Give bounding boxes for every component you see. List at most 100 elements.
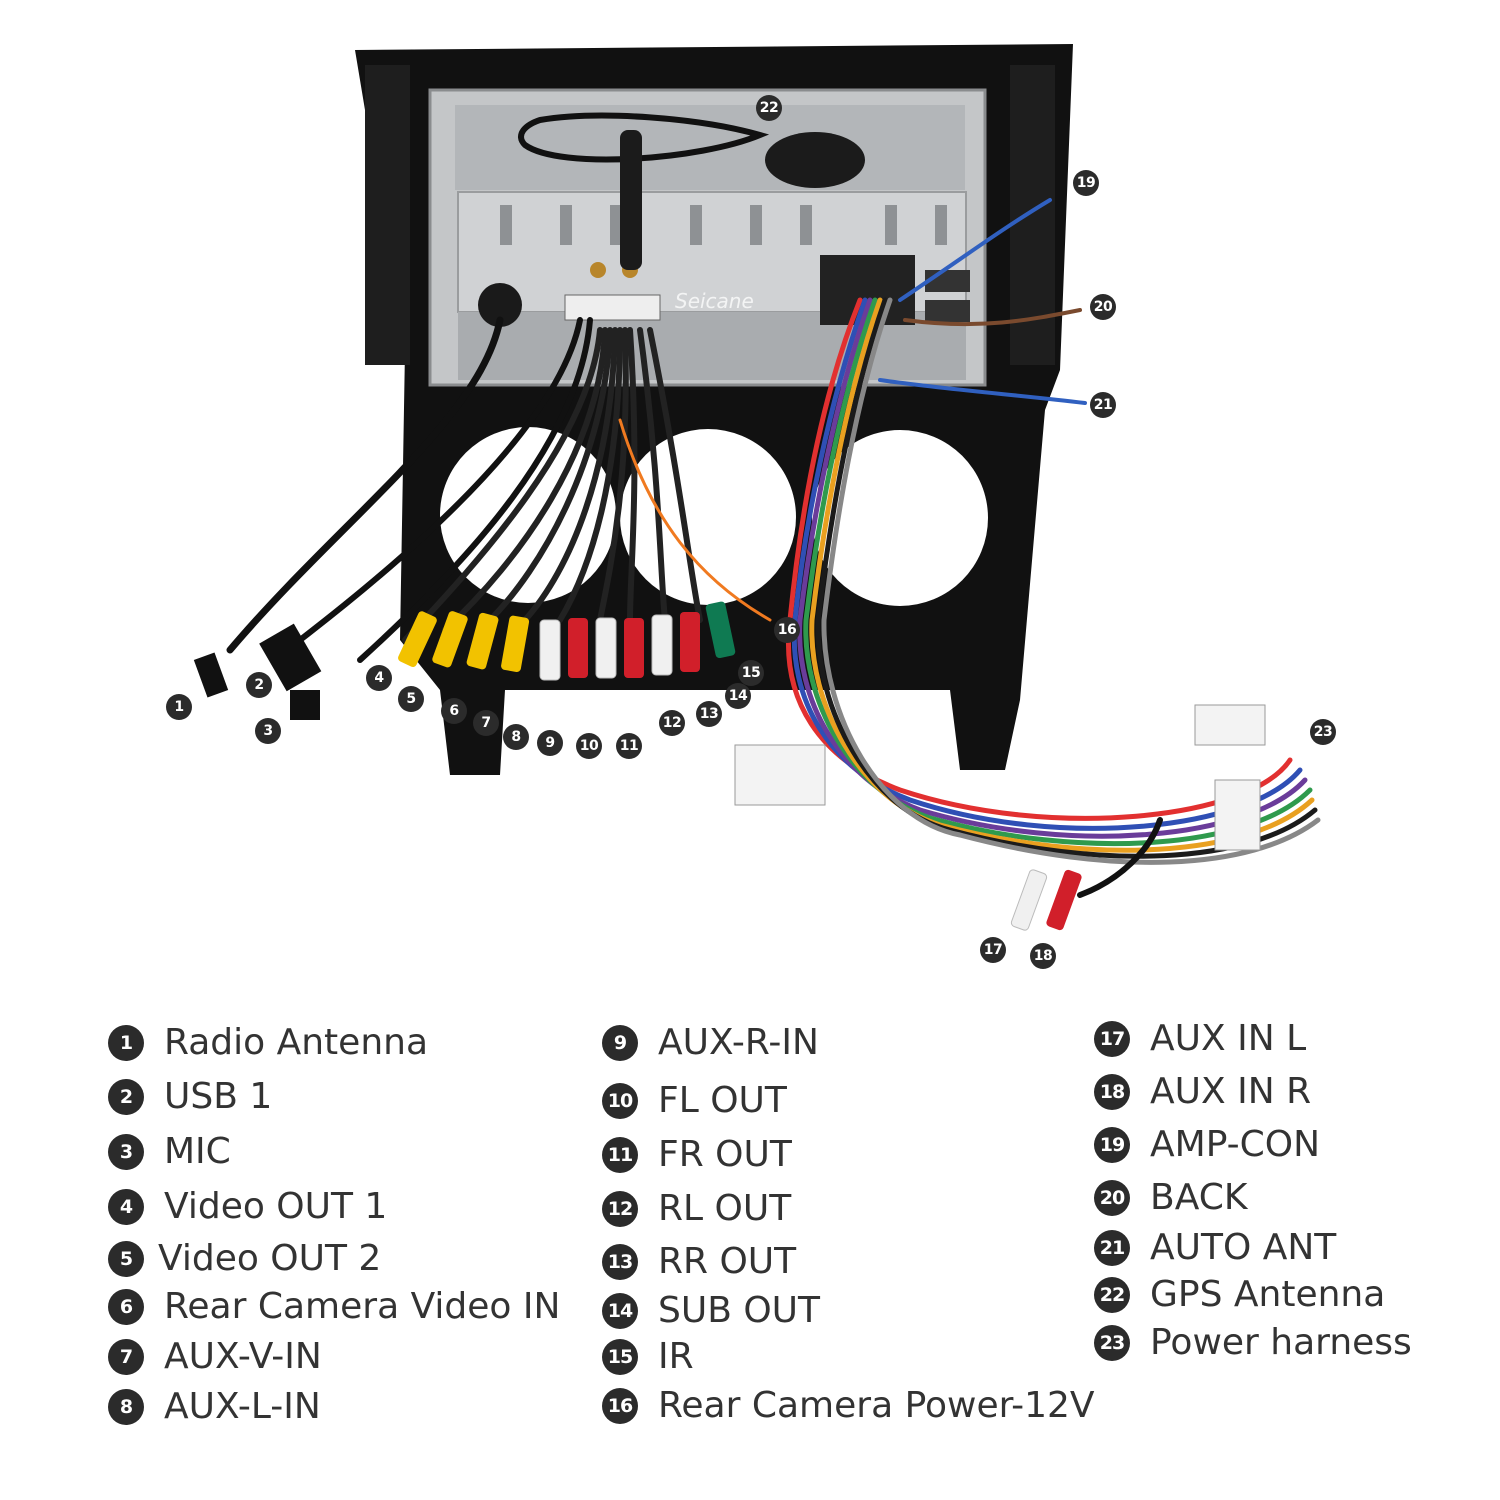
legend-label: AUTO ANT [1150, 1227, 1337, 1268]
legend-label: Rear Camera Power-12V [658, 1385, 1095, 1426]
brand-watermark: Seicane [675, 289, 754, 313]
marker-10: 10 [576, 733, 602, 759]
legend-label: GPS Antenna [1150, 1274, 1386, 1315]
legend-label: Rear Camera Video IN [164, 1286, 561, 1327]
legend-item: 4 Video OUT 1 [108, 1186, 387, 1227]
legend-number: 13 [602, 1243, 638, 1280]
marker-14: 14 [725, 683, 751, 709]
legend-number: 10 [602, 1082, 638, 1119]
legend-item: 2 USB 1 [108, 1076, 272, 1117]
cable-bundle [226, 198, 1321, 898]
wifi-antenna [620, 130, 642, 270]
legend-item: 9 AUX-R-IN [602, 1022, 819, 1063]
marker-11: 11 [616, 733, 642, 759]
vent-hole-middle [620, 429, 796, 605]
legend-item: 22 GPS Antenna [1094, 1274, 1385, 1315]
legend-number: 12 [602, 1190, 638, 1227]
legend-label: Video OUT 2 [158, 1238, 382, 1279]
legend-number: 9 [602, 1024, 638, 1061]
legend-number: 22 [1094, 1276, 1130, 1313]
legend-item: 15 IR [602, 1336, 694, 1377]
legend-number: 17 [1094, 1020, 1130, 1057]
legend-number: 1 [108, 1024, 144, 1061]
marker-4: 4 [366, 665, 392, 691]
marker-8: 8 [503, 724, 529, 750]
legend-number: 3 [108, 1133, 144, 1170]
marker-17: 17 [980, 937, 1006, 963]
legend-number: 7 [108, 1338, 144, 1375]
marker-6: 6 [441, 698, 467, 724]
legend-number: 5 [108, 1240, 144, 1277]
marker-9: 9 [537, 730, 563, 756]
marker-13: 13 [696, 701, 722, 727]
legend-item: 7 AUX-V-IN [108, 1336, 322, 1377]
misc-connectors [193, 623, 1266, 851]
legend-item: 3 MIC [108, 1131, 231, 1172]
legend-number: 21 [1094, 1229, 1130, 1266]
legend-label: FL OUT [658, 1080, 787, 1121]
legend-label: MIC [164, 1131, 231, 1172]
legend-label: FR OUT [658, 1134, 792, 1175]
marker-21: 21 [1090, 392, 1116, 418]
legend-item: 19 AMP-CON [1094, 1124, 1320, 1165]
legend-label: AUX-R-IN [658, 1022, 819, 1063]
vent-hole-right [812, 430, 988, 606]
marker-15: 15 [738, 660, 764, 686]
legend-number: 14 [602, 1292, 638, 1329]
legend-number: 19 [1094, 1126, 1130, 1163]
marker-19: 19 [1073, 170, 1099, 196]
marker-7: 7 [473, 710, 499, 736]
marker-16: 16 [774, 617, 800, 643]
legend-label: RR OUT [658, 1241, 797, 1282]
legend-number: 4 [108, 1188, 144, 1225]
legend-label: Video OUT 1 [164, 1186, 388, 1227]
legend-number: 8 [108, 1388, 144, 1425]
legend-number: 15 [602, 1338, 638, 1375]
legend-number: 16 [602, 1387, 638, 1424]
legend-item: 13 RR OUT [602, 1241, 796, 1282]
legend-label: AUX-V-IN [164, 1336, 322, 1377]
legend-item: 8 AUX-L-IN [108, 1386, 321, 1427]
legend-item: 17 AUX IN L [1094, 1018, 1306, 1059]
power-plug-left [734, 744, 826, 806]
unit-chassis [428, 88, 987, 387]
marker-20: 20 [1090, 294, 1116, 320]
legend-item: 10 FL OUT [602, 1080, 787, 1121]
marker-18: 18 [1030, 943, 1056, 969]
marker-1: 1 [166, 694, 192, 720]
legend-label: AMP-CON [1150, 1124, 1320, 1165]
legend-item: 12 RL OUT [602, 1188, 791, 1229]
legend-label: AUX IN R [1150, 1071, 1312, 1112]
usb-plug [259, 623, 322, 692]
marker-5: 5 [398, 686, 424, 712]
power-plug-right [1194, 704, 1266, 746]
marker-2: 2 [246, 672, 272, 698]
gps-antenna [518, 112, 865, 270]
marker-23: 23 [1310, 719, 1336, 745]
legend-label: AUX-L-IN [164, 1386, 321, 1427]
legend-item: 11 FR OUT [602, 1134, 792, 1175]
legend-label: SUB OUT [658, 1290, 821, 1331]
legend-number: 11 [602, 1136, 638, 1173]
legend-item: 21 AUTO ANT [1094, 1227, 1336, 1268]
legend-item: 14 SUB OUT [602, 1290, 820, 1331]
power-plug-right-2 [1214, 779, 1261, 851]
legend-label: Power harness [1150, 1322, 1412, 1363]
vent-hole-left [440, 427, 616, 603]
legend-label: AUX IN L [1150, 1018, 1307, 1059]
legend-label: IR [658, 1336, 694, 1377]
legend-item: 5 Video OUT 2 [108, 1238, 381, 1279]
legend-number: 2 [108, 1078, 144, 1115]
legend-label: Radio Antenna [164, 1022, 429, 1063]
legend-label: USB 1 [164, 1076, 273, 1117]
mic-jack [290, 690, 320, 720]
marker-22: 22 [756, 95, 782, 121]
legend-label: RL OUT [658, 1188, 792, 1229]
legend-item: 1 Radio Antenna [108, 1022, 428, 1063]
radio-antenna-plug [193, 652, 229, 698]
marker-12: 12 [659, 710, 685, 736]
